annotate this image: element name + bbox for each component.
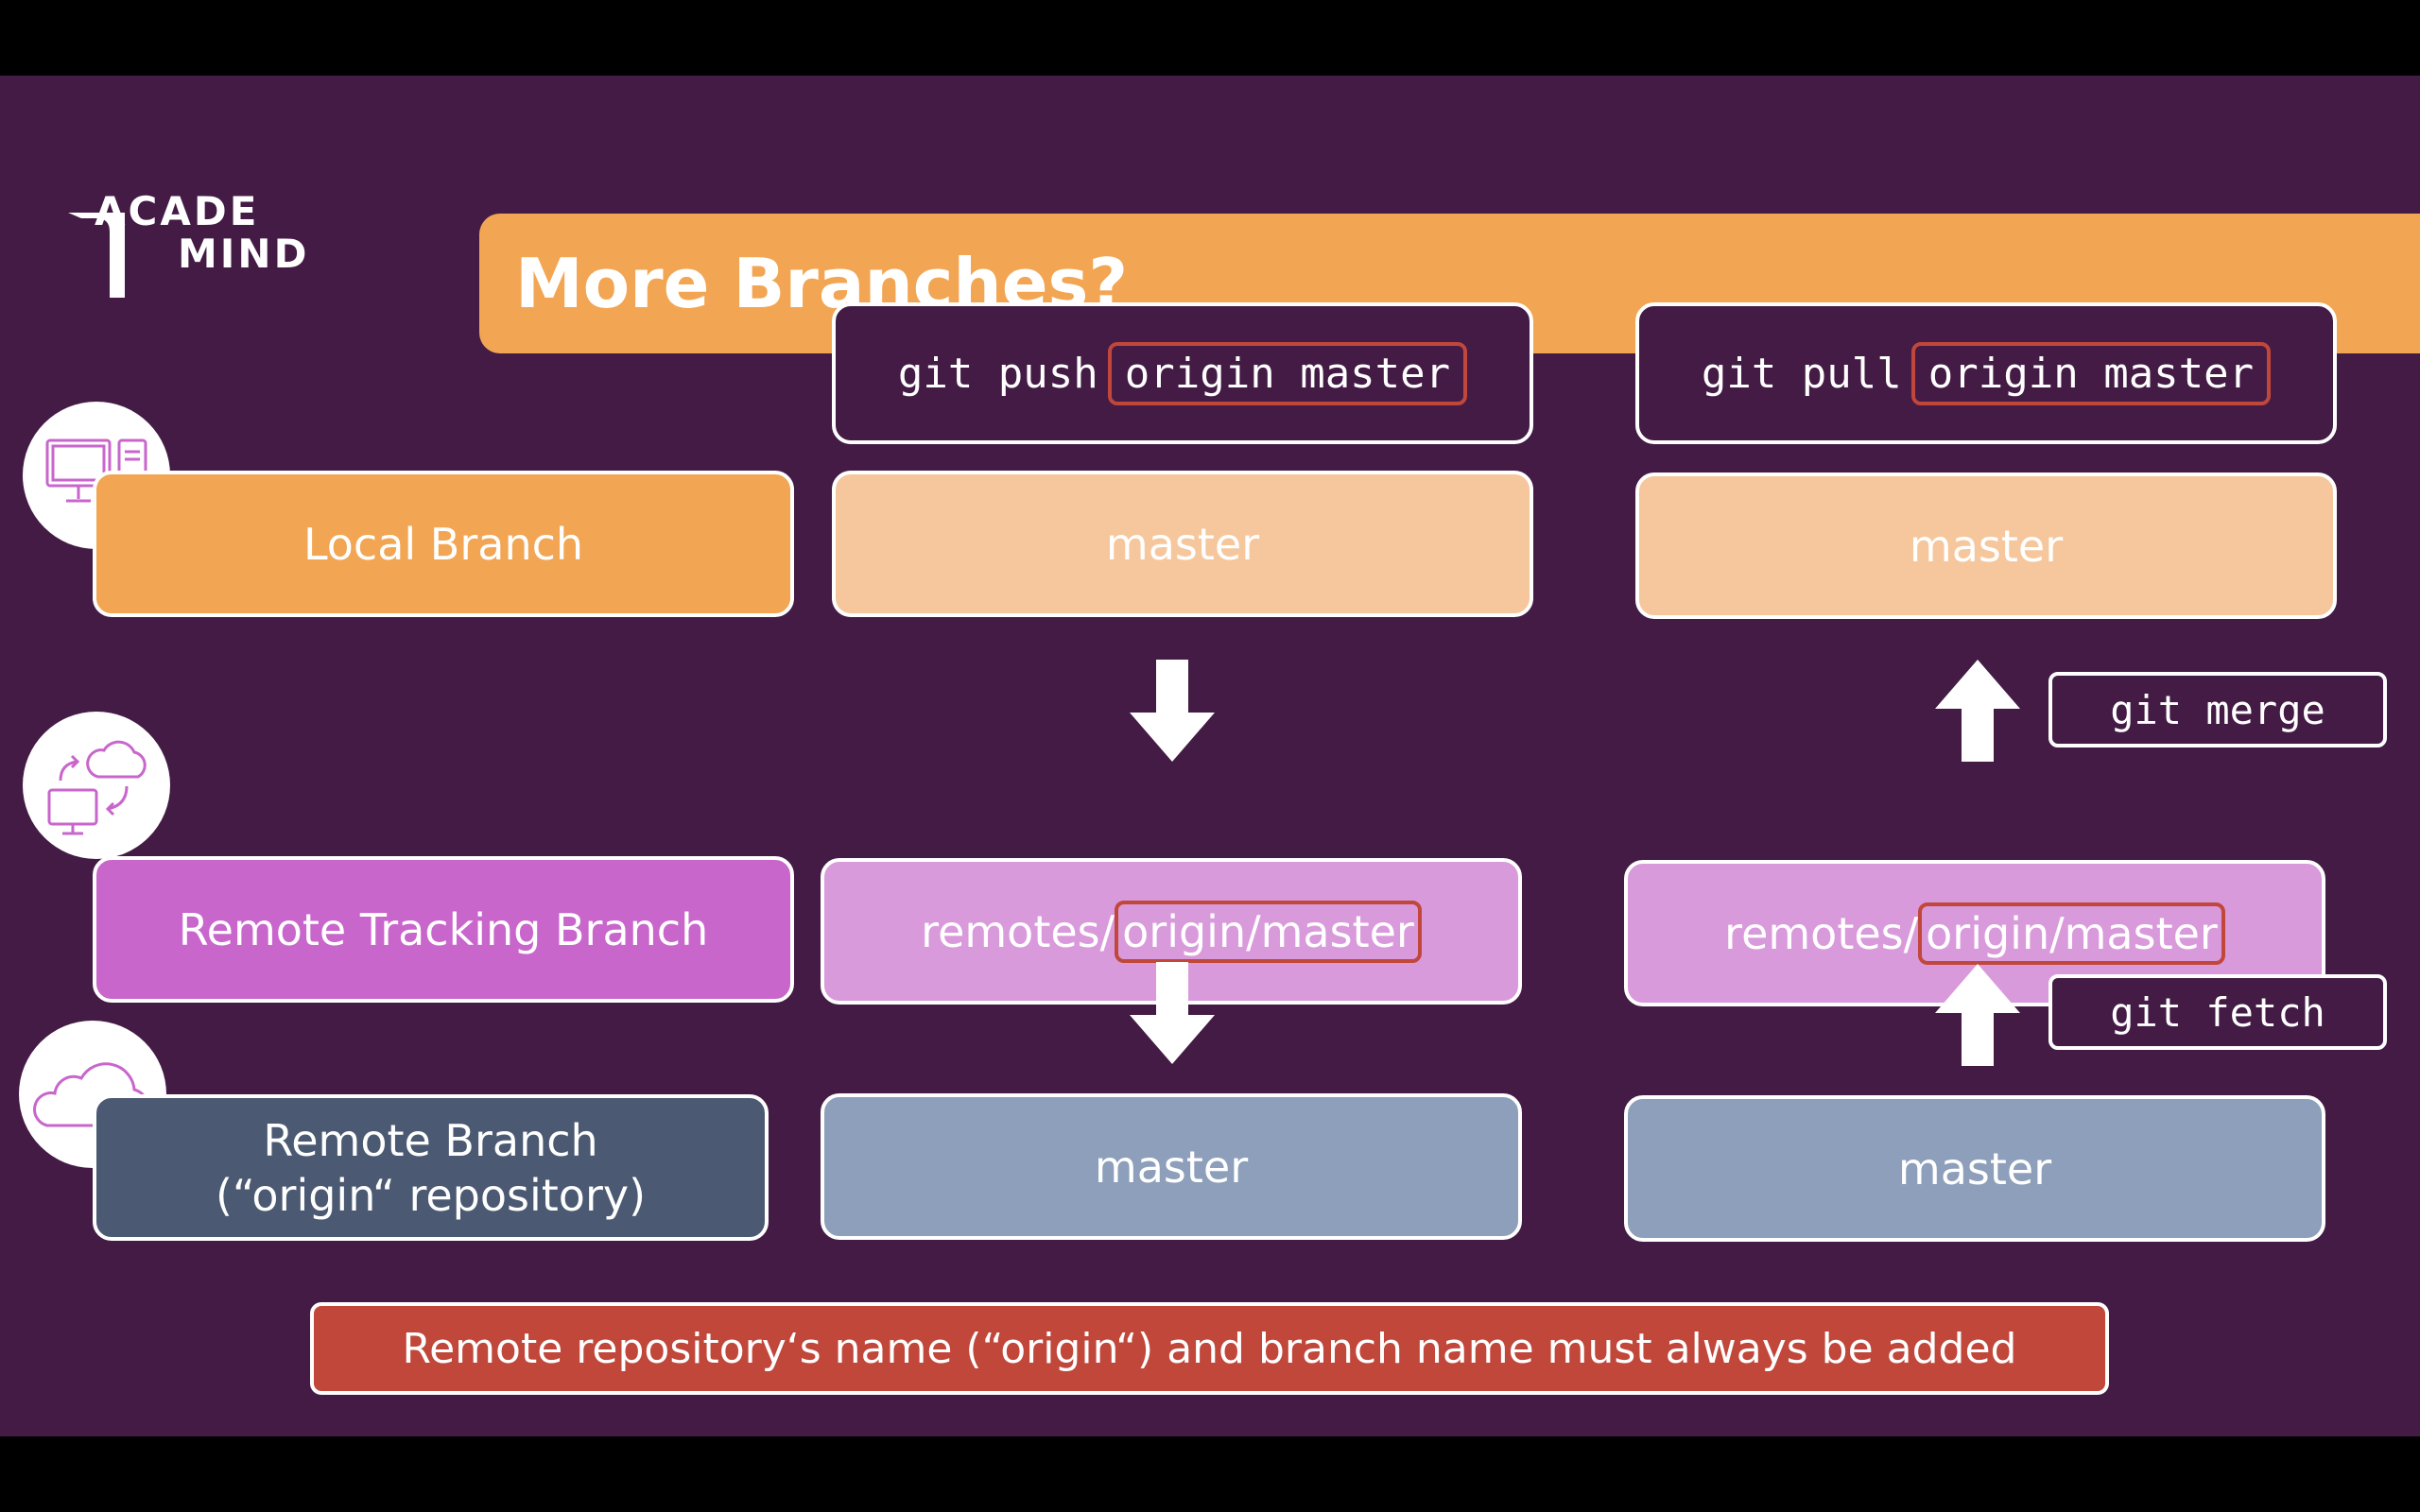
arrow-up-icon [1935, 660, 2020, 762]
computer-cloud-sync-icon [23, 712, 170, 859]
arrow-down-icon [1130, 660, 1215, 762]
git-push-highlight: origin master [1107, 341, 1468, 405]
pull-remote-master: master [1624, 1095, 2325, 1242]
pull-tracking-highlight: origin/master [1918, 902, 2225, 965]
note-banner: Remote repository‘s name (“origin“) and … [310, 1302, 2109, 1395]
local-branch-label: Local Branch [93, 471, 794, 617]
logo-text-line2: MIND [178, 231, 310, 277]
push-tracking-highlight: origin/master [1115, 900, 1422, 963]
remote-tracking-branch-label: Remote Tracking Branch [93, 856, 794, 1003]
git-pull-highlight: origin master [1910, 341, 2272, 405]
push-local-master: master [832, 471, 1533, 617]
git-push-prefix: git push [897, 349, 1098, 398]
remote-branch-label-line2: (“origin“ repository) [215, 1169, 647, 1221]
logo-text-line1: ACADE [95, 188, 260, 234]
git-push-command-box: git push origin master [832, 302, 1533, 444]
push-remote-master: master [821, 1093, 1522, 1240]
git-fetch-label: git fetch [2048, 974, 2387, 1050]
remote-branch-label: Remote Branch (“origin“ repository) [93, 1094, 769, 1241]
git-pull-prefix: git pull [1701, 349, 1902, 398]
academind-logo-icon [68, 213, 125, 298]
push-tracking-prefix: remotes/ [921, 905, 1115, 957]
pull-tracking-prefix: remotes/ [1724, 907, 1919, 959]
remote-branch-label-line1: Remote Branch [263, 1114, 598, 1166]
git-pull-command-box: git pull origin master [1635, 302, 2337, 444]
pull-local-master: master [1635, 472, 2337, 619]
slide: ACADE MIND More Branches? git push origi… [0, 76, 2420, 1436]
git-merge-label: git merge [2048, 672, 2387, 747]
arrow-down-icon [1130, 962, 1215, 1064]
arrow-up-icon [1935, 964, 2020, 1066]
